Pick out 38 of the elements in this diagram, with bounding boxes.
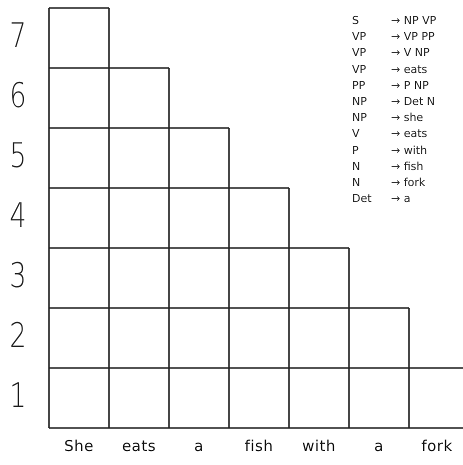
grammar-production: → fork xyxy=(391,176,426,190)
grammar-symbol: VP xyxy=(352,30,366,44)
grammar-symbol: V xyxy=(352,127,360,142)
row-number: 3 xyxy=(8,256,28,296)
grammar-production: → eats xyxy=(391,127,428,142)
row-number: 2 xyxy=(8,316,28,356)
sentence-word: with xyxy=(301,436,337,456)
sentence-word: a xyxy=(373,436,385,456)
grammar-symbol: N xyxy=(352,176,360,190)
grammar-symbol: VP xyxy=(352,62,366,77)
grammar-symbol: PP xyxy=(352,78,366,93)
sentence-word: She xyxy=(63,436,95,456)
sentence-word: eats xyxy=(120,436,158,456)
sentence-word: a xyxy=(193,436,205,456)
grammar-production: → she xyxy=(391,111,424,126)
grammar-symbol: S xyxy=(352,14,359,28)
grammar-symbol: VP xyxy=(352,46,366,60)
grammar-symbol: NP xyxy=(352,95,367,109)
grammar-symbol: N xyxy=(352,160,360,174)
row-number: 4 xyxy=(8,196,28,236)
row-number: 1 xyxy=(8,376,28,416)
grammar-production: → NP VP xyxy=(391,14,436,28)
sentence-word: fork xyxy=(420,436,454,456)
grammar-production: → Det N xyxy=(391,95,435,109)
grammar-production: → eats xyxy=(391,62,428,77)
grammar-symbol: NP xyxy=(352,111,367,126)
grammar-production: → a xyxy=(391,192,410,206)
grammar-production: → V NP xyxy=(391,46,430,60)
grammar-production: → fish xyxy=(391,160,424,174)
row-number: 5 xyxy=(8,136,28,176)
row-number: 7 xyxy=(8,16,28,56)
grammar-symbol: P xyxy=(352,144,359,158)
grammar-production: → with xyxy=(391,144,428,158)
row-number: 6 xyxy=(8,76,28,116)
grammar-symbol: Det xyxy=(352,192,372,206)
grammar-production: → VP PP xyxy=(391,30,435,44)
grammar-production: → P NP xyxy=(391,78,429,93)
sentence-word: fish xyxy=(244,436,274,456)
